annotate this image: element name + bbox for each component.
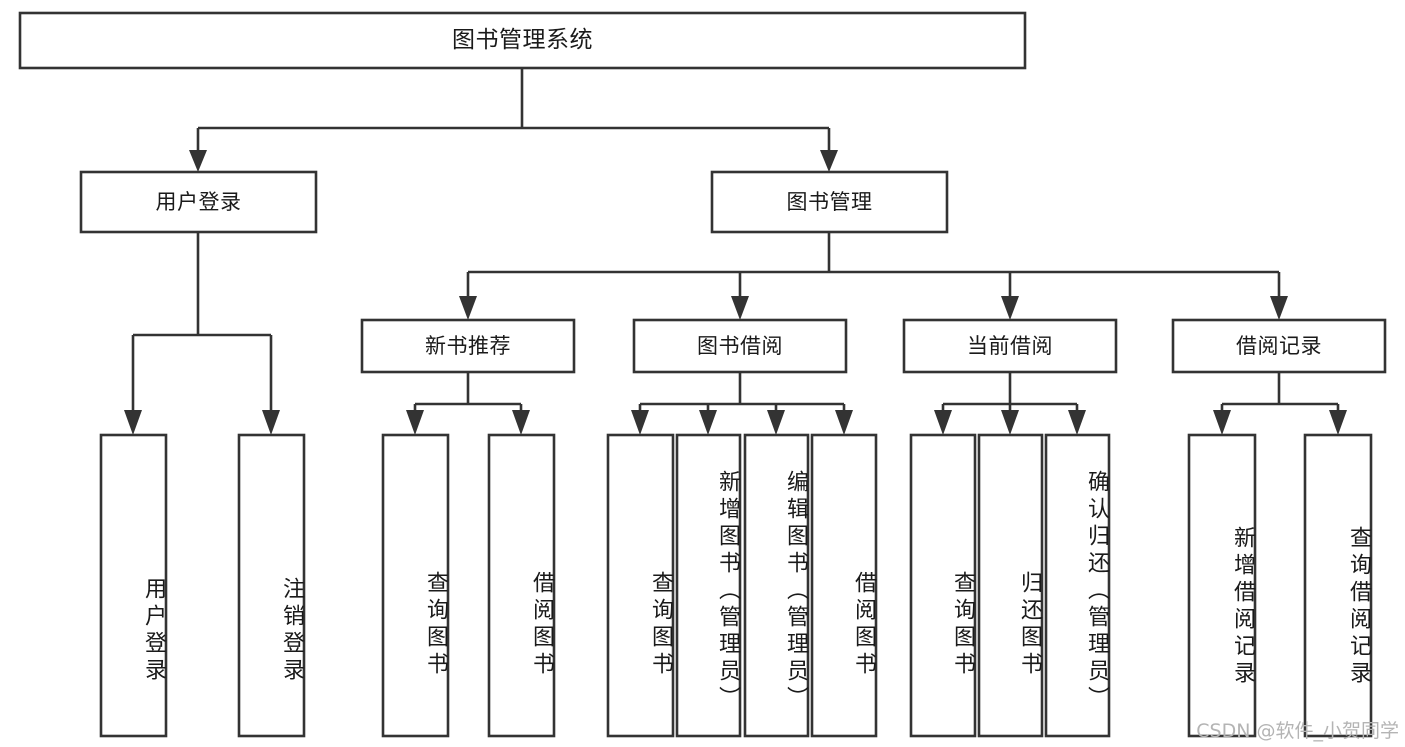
node-box-borrow-record[interactable] xyxy=(1171,318,1387,374)
node-box-leaf-return-book[interactable] xyxy=(977,433,1044,738)
node-box-leaf-borrow-book-2[interactable] xyxy=(810,433,878,738)
node-box-leaf-confirm-return[interactable] xyxy=(1044,433,1111,738)
arrow-current-borrow-leaf-2 xyxy=(1001,410,1019,435)
node-box-leaf-query-book-1[interactable] xyxy=(381,433,450,738)
arrow-user-login-leaf-2 xyxy=(262,410,280,435)
arrow-book-borrow-leaf-4 xyxy=(835,410,853,435)
arrow-borrow-record-leaf-2 xyxy=(1329,410,1347,435)
arrow-bm-to-current-borrow xyxy=(1001,296,1019,320)
node-box-leaf-add-record[interactable] xyxy=(1187,433,1257,738)
arrow-book-borrow-leaf-3 xyxy=(767,410,785,435)
arrow-bm-to-borrow-record xyxy=(1270,296,1288,320)
node-box-current-borrow[interactable] xyxy=(902,318,1118,374)
arrow-user-login-leaf-1 xyxy=(124,410,142,435)
arrow-book-borrow-leaf-1 xyxy=(631,410,649,435)
node-box-new-book-recommend[interactable] xyxy=(360,318,576,374)
node-box-root[interactable] xyxy=(18,11,1027,70)
node-box-leaf-query-book-2[interactable] xyxy=(606,433,675,738)
arrow-root-to-user-login xyxy=(189,150,207,172)
node-box-leaf-borrow-book-1[interactable] xyxy=(487,433,556,738)
arrow-current-borrow-leaf-3 xyxy=(1068,410,1086,435)
arrow-borrow-record-leaf-1 xyxy=(1213,410,1231,435)
node-box-leaf-edit-book[interactable] xyxy=(743,433,810,738)
node-box-user-login[interactable] xyxy=(79,170,318,234)
arrow-root-to-book-management xyxy=(820,150,838,172)
node-box-book-management[interactable] xyxy=(710,170,949,234)
node-box-leaf-query-book-3[interactable] xyxy=(909,433,977,738)
arrow-book-borrow-leaf-2 xyxy=(699,410,717,435)
arrow-current-borrow-leaf-1 xyxy=(934,410,952,435)
node-box-leaf-user-logout[interactable] xyxy=(237,433,306,738)
arrow-bm-to-new-book-recommend xyxy=(459,296,477,320)
node-box-leaf-add-book[interactable] xyxy=(675,433,742,738)
watermark-text: CSDN @软件_小贺同学 xyxy=(1196,720,1399,742)
node-box-leaf-user-login[interactable] xyxy=(99,433,168,738)
arrow-new-book-leaf-1 xyxy=(406,410,424,435)
node-box-book-borrow[interactable] xyxy=(632,318,848,374)
arrow-new-book-leaf-2 xyxy=(512,410,530,435)
arrow-bm-to-book-borrow xyxy=(731,296,749,320)
node-box-leaf-query-record[interactable] xyxy=(1303,433,1373,738)
